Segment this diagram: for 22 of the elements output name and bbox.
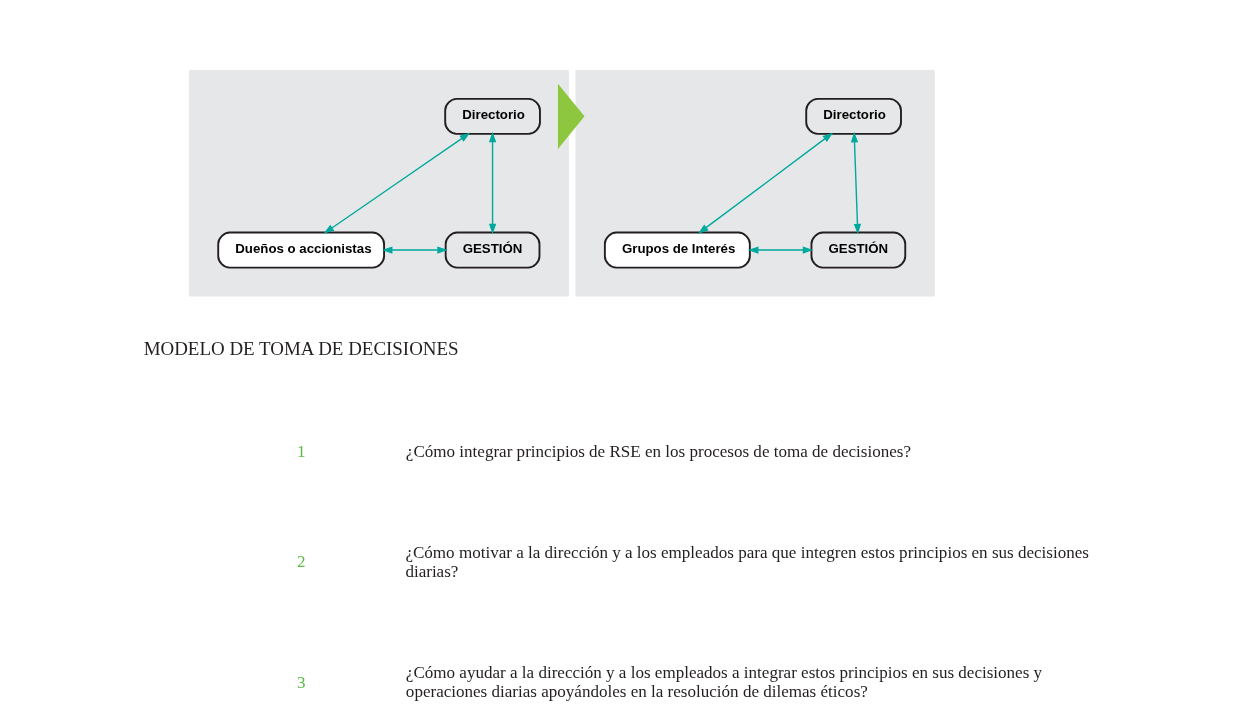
cluster bbox=[575, 69, 935, 297]
arrow bbox=[488, 131, 497, 235]
node-box: GESTIÓN bbox=[810, 231, 907, 269]
arrow bbox=[557, 83, 585, 149]
label: ¿Cómo integrar principios de RSE en los procesos de toma de decisiones? bbox=[405, 441, 911, 461]
label: 1 bbox=[296, 441, 306, 461]
label: MODELO DE TOMA DE DECISIONES bbox=[143, 337, 459, 359]
arrow bbox=[382, 246, 448, 254]
arrow bbox=[323, 132, 471, 234]
node-box: GESTIÓN bbox=[444, 231, 541, 269]
arrow bbox=[698, 132, 833, 234]
node-box: Dueños o accionistas bbox=[217, 231, 385, 269]
label: ¿Cómo ayudar a la dirección y a los empleados a integrar estos principios en sus decisiones y operaciones diarias apoyándoles en la resolución de dilemas éticos? bbox=[405, 663, 1043, 702]
arrow bbox=[748, 246, 814, 254]
node-box: Grupos de Interés bbox=[603, 231, 751, 269]
label: 3 bbox=[296, 672, 306, 692]
label: ¿Cómo motivar a la dirección y a los empleados para que integren estos principios en sus decisiones diarias? bbox=[405, 542, 1089, 581]
arrow bbox=[850, 131, 862, 235]
cluster bbox=[188, 69, 569, 297]
node-box: Directorio bbox=[444, 97, 541, 135]
label: 2 bbox=[296, 552, 306, 572]
node-box: Directorio bbox=[805, 97, 902, 135]
